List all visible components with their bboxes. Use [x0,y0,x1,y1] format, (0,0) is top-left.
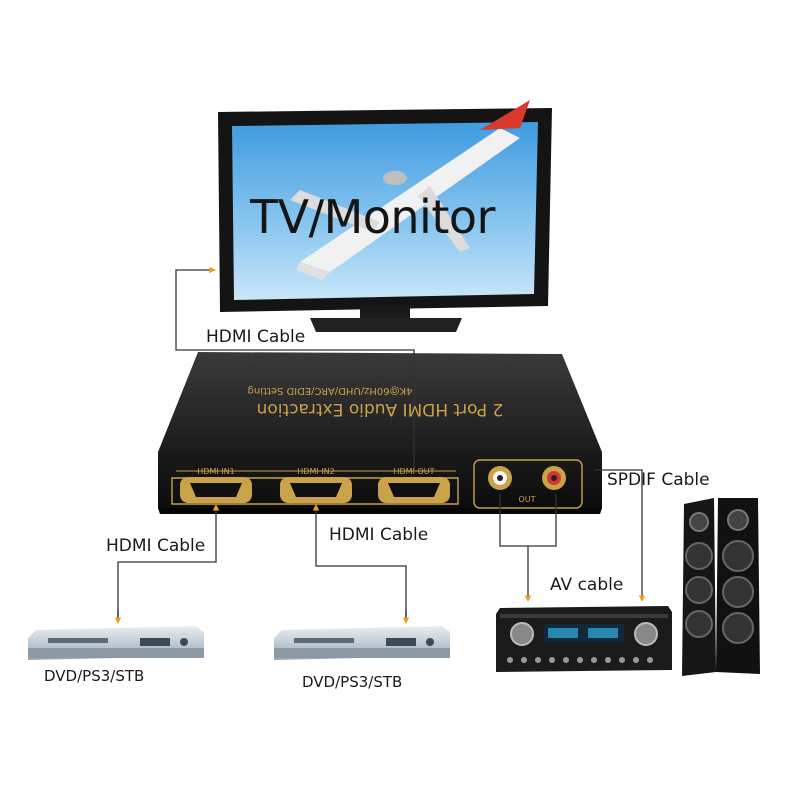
extractor-subtitle: 4K@60Hz/UHD/ARC/EDID Setting [248,385,413,396]
hdmi-cable-label-top: HDMI Cable [206,327,306,347]
hdmi-cable-label-mid: HDMI Cable [329,525,429,545]
extractor-title: 2 Port HDMI Audio Extraction [257,399,504,419]
port-label-in1: HDMI IN1 [197,467,234,476]
tv-title: TV/Monitor [250,190,495,244]
hdmi-extractor [158,352,602,514]
dvd-player-left [28,626,204,660]
port-label-out: HDMI OUT [393,467,434,476]
dvd-player-right [274,626,450,660]
airplane-image [290,100,530,280]
hdmi-in1-port [180,477,252,503]
hdmi-in2-port [280,477,352,503]
hdmi-cable-to-tv [175,266,415,472]
spdif-cable-label: SPDIF Cable [607,470,710,490]
speaker-right [716,498,760,674]
hdmi-cable-label-left: HDMI Cable [106,536,206,556]
hdmi-out-port [378,477,450,503]
speaker-left [682,498,716,676]
rca-audio-out [473,459,583,509]
spdif-cable [594,469,646,602]
dvd-label-left: DVD/PS3/STB [44,667,145,685]
hdmi-cable-in2 [312,504,407,622]
dvd-label-right: DVD/PS3/STB [302,673,403,691]
port-label-in2: HDMI IN2 [297,467,334,476]
av-cable-label: AV cable [550,575,624,595]
port-label-audio-out: OUT [518,495,535,504]
hdmi-cable-in1 [117,504,220,622]
wires [114,266,646,624]
tv-monitor [218,100,552,332]
av-receiver [496,606,672,672]
